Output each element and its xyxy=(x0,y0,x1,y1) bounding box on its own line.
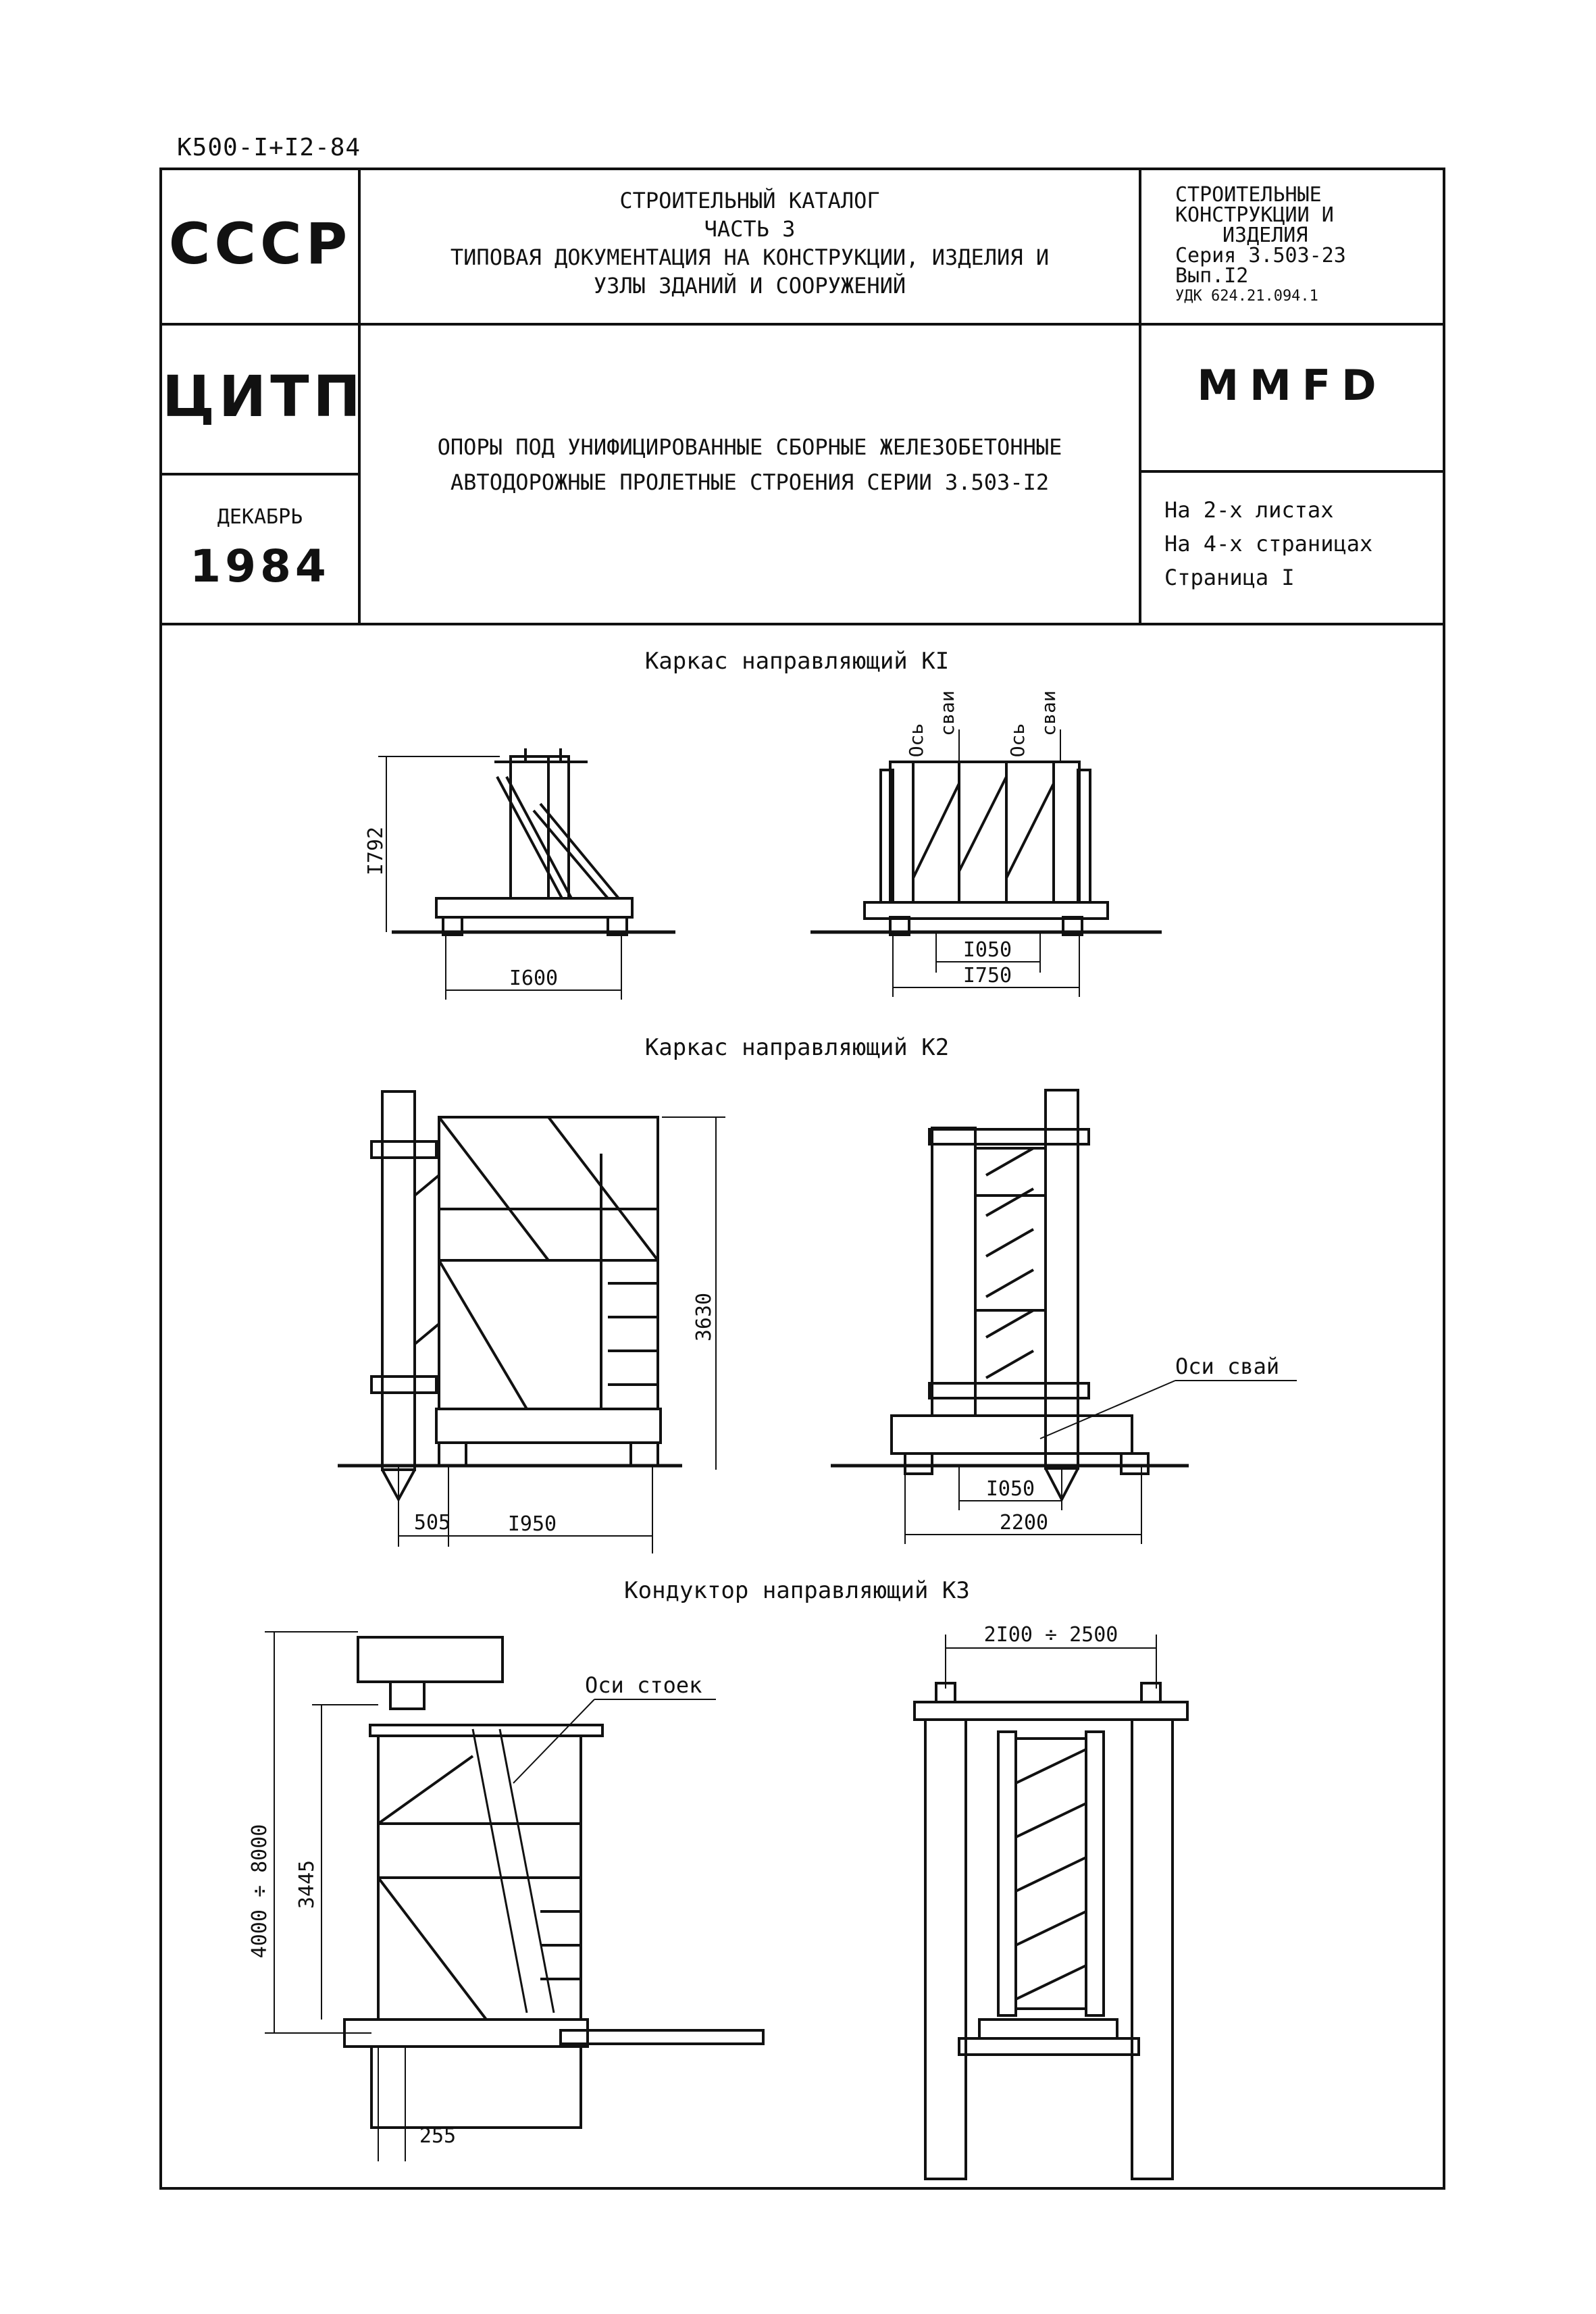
k2-dim-height: 3630 xyxy=(692,1293,716,1341)
k1-axis-label: сваи xyxy=(1037,690,1060,736)
k2-dim-a: 505 xyxy=(414,1511,451,1535)
k2-dim-inner: I050 xyxy=(986,1477,1035,1501)
k2-leader-label: Оси свай xyxy=(1175,1354,1279,1379)
k2-title: Каркас направляющий К2 xyxy=(645,1034,949,1061)
k3-title: Кондуктор направляющий К3 xyxy=(624,1577,970,1604)
classification-line: КОНСТРУКЦИИ И xyxy=(1175,203,1334,227)
code-mark: MMFD xyxy=(1197,361,1387,410)
k3-dim-span: 2I00 ÷ 2500 xyxy=(984,1623,1118,1647)
header-vdivider-1 xyxy=(358,170,361,623)
k1-axis-label: Ось xyxy=(905,723,927,758)
k1-front-view xyxy=(810,729,1162,997)
catalog-title: СТРОИТЕЛЬНЫЙ КАТАЛОГ ЧАСТЬ 3 ТИПОВАЯ ДОК… xyxy=(361,186,1139,300)
org-label: ЦИТП xyxy=(162,363,365,430)
k3-dim-bottom: 255 xyxy=(419,2124,456,2148)
catalog-line: ЧАСТЬ 3 xyxy=(704,216,796,242)
k1-dim-width: I600 xyxy=(509,967,558,990)
k1-axis-label: сваи xyxy=(936,690,958,736)
drawing-frame: СССР ЦИТП ДЕКАБРЬ 1984 СТРОИТЕЛЬНЫЙ КАТА… xyxy=(159,168,1445,2190)
subject-line: ОПОРЫ ПОД УНИФИЦИРОВАННЫЕ СБОРНЫЕ ЖЕЛЕЗО… xyxy=(437,434,1062,460)
header-divider-4 xyxy=(358,323,1443,326)
document-code: К500-I+I2-84 xyxy=(177,134,361,161)
header-divider-5 xyxy=(1139,470,1443,473)
sheet-info-line: На 2-х листах xyxy=(1164,497,1334,523)
k3-dim-height: 3445 xyxy=(295,1860,319,1909)
k2-front-view xyxy=(831,1089,1297,1544)
k1-dim-height: I792 xyxy=(364,827,388,875)
k2-side-view xyxy=(338,1090,725,1553)
sheet-info-line: На 4-х страницах xyxy=(1164,531,1373,557)
classification-line: Вып.I2 xyxy=(1175,264,1249,288)
classification-block: СТРОИТЕЛЬНЫЕ КОНСТРУКЦИИ И ИЗДЕЛИЯ Серия… xyxy=(1175,185,1439,307)
udk-label: УДК 624.21.094.1 xyxy=(1175,288,1318,305)
k2-dim-outer: 2200 xyxy=(1000,1511,1048,1535)
k3-leader-label: Оси стоек xyxy=(585,1672,702,1698)
sheet-info-line: Страница I xyxy=(1164,565,1295,590)
k1-dim-outer: I750 xyxy=(963,964,1012,987)
k3-front-view xyxy=(913,1635,1189,2180)
k1-axis-label: Ось xyxy=(1006,723,1029,758)
header-divider-2 xyxy=(162,473,358,475)
classification-line: Серия 3.503-23 xyxy=(1175,244,1346,267)
catalog-line: СТРОИТЕЛЬНЫЙ КАТАЛОГ xyxy=(619,188,880,213)
catalog-line: ТИПОВАЯ ДОКУМЕНТАЦИЯ НА КОНСТРУКЦИИ, ИЗД… xyxy=(450,245,1050,270)
classification-line: ИЗДЕЛИЯ xyxy=(1222,224,1308,247)
country-label: СССР xyxy=(168,211,352,277)
month-label: ДЕКАБРЬ xyxy=(217,505,303,529)
sheet-info: На 2-х листах На 4-х страницах Страница … xyxy=(1164,493,1435,594)
k3-side-view xyxy=(265,1631,765,2161)
k2-dim-b: I950 xyxy=(508,1512,557,1536)
k1-side-view xyxy=(378,748,675,1000)
k1-title: Каркас направляющий КI xyxy=(645,648,949,675)
header-divider-1 xyxy=(162,323,358,326)
subject-line: АВТОДОРОЖНЫЕ ПРОЛЕТНЫЕ СТРОЕНИЯ СЕРИИ 3.… xyxy=(450,469,1050,495)
header-vdivider-2 xyxy=(1139,170,1141,623)
k1-dim-inner: I050 xyxy=(963,938,1012,962)
header-divider-3 xyxy=(162,623,1443,625)
k3-dim-total: 4000 ÷ 8000 xyxy=(248,1824,272,1959)
classification-line: СТРОИТЕЛЬНЫЕ xyxy=(1175,183,1322,207)
subject-title: ОПОРЫ ПОД УНИФИЦИРОВАННЫЕ СБОРНЫЕ ЖЕЛЕЗО… xyxy=(361,430,1139,500)
year-label: 1984 xyxy=(190,540,330,592)
catalog-line: УЗЛЫ ЗДАНИЙ И СООРУЖЕНИЙ xyxy=(593,273,906,299)
